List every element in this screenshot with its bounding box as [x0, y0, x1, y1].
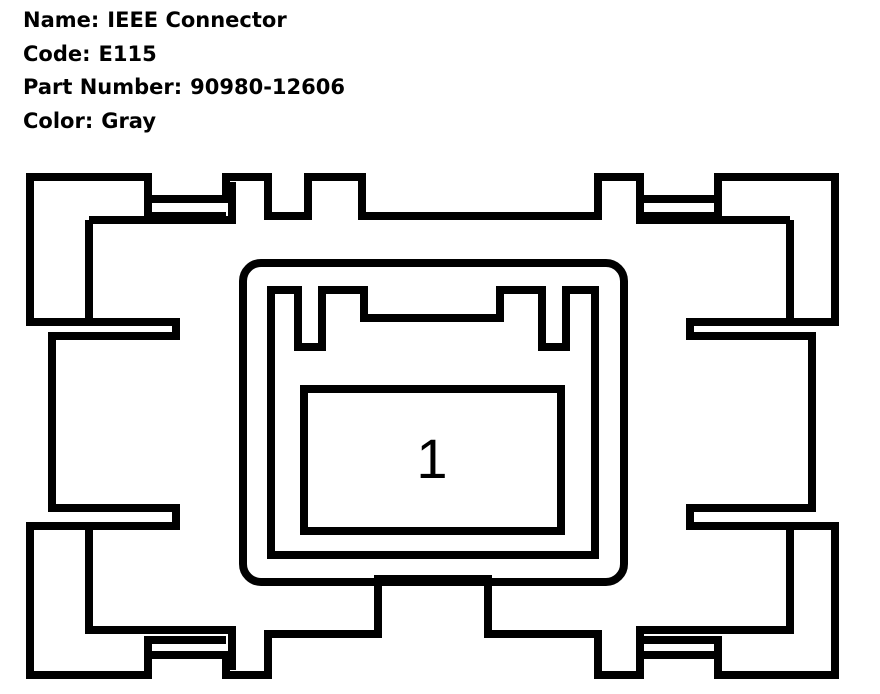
cavity-latch-outline — [267, 286, 599, 559]
part-number-label: Part Number: — [23, 75, 183, 99]
housing-inner-outline — [85, 182, 794, 670]
code-label: Code: — [23, 41, 91, 66]
part-number: 90980-12606 — [190, 75, 345, 99]
connector-code: E115 — [98, 41, 157, 66]
connector-name: IEEE Connector — [107, 8, 287, 32]
connector-color: Gray — [101, 108, 157, 133]
color-label: Color: — [23, 108, 94, 133]
code-row: Code: E115 — [23, 38, 345, 72]
housing-outline — [26, 173, 839, 679]
color-row: Color: Gray — [23, 105, 345, 139]
name-row: Name: IEEE Connector — [23, 4, 345, 38]
receptacle-outline — [239, 259, 628, 586]
part-number-row: Part Number: 90980-12606 — [23, 71, 345, 105]
connector-info: Name: IEEE Connector Code: E115 Part Numbe… — [23, 4, 345, 138]
name-label: Name: — [23, 8, 100, 32]
pin-1-label: 1 — [416, 427, 447, 490]
pin-1-cavity — [300, 385, 565, 535]
